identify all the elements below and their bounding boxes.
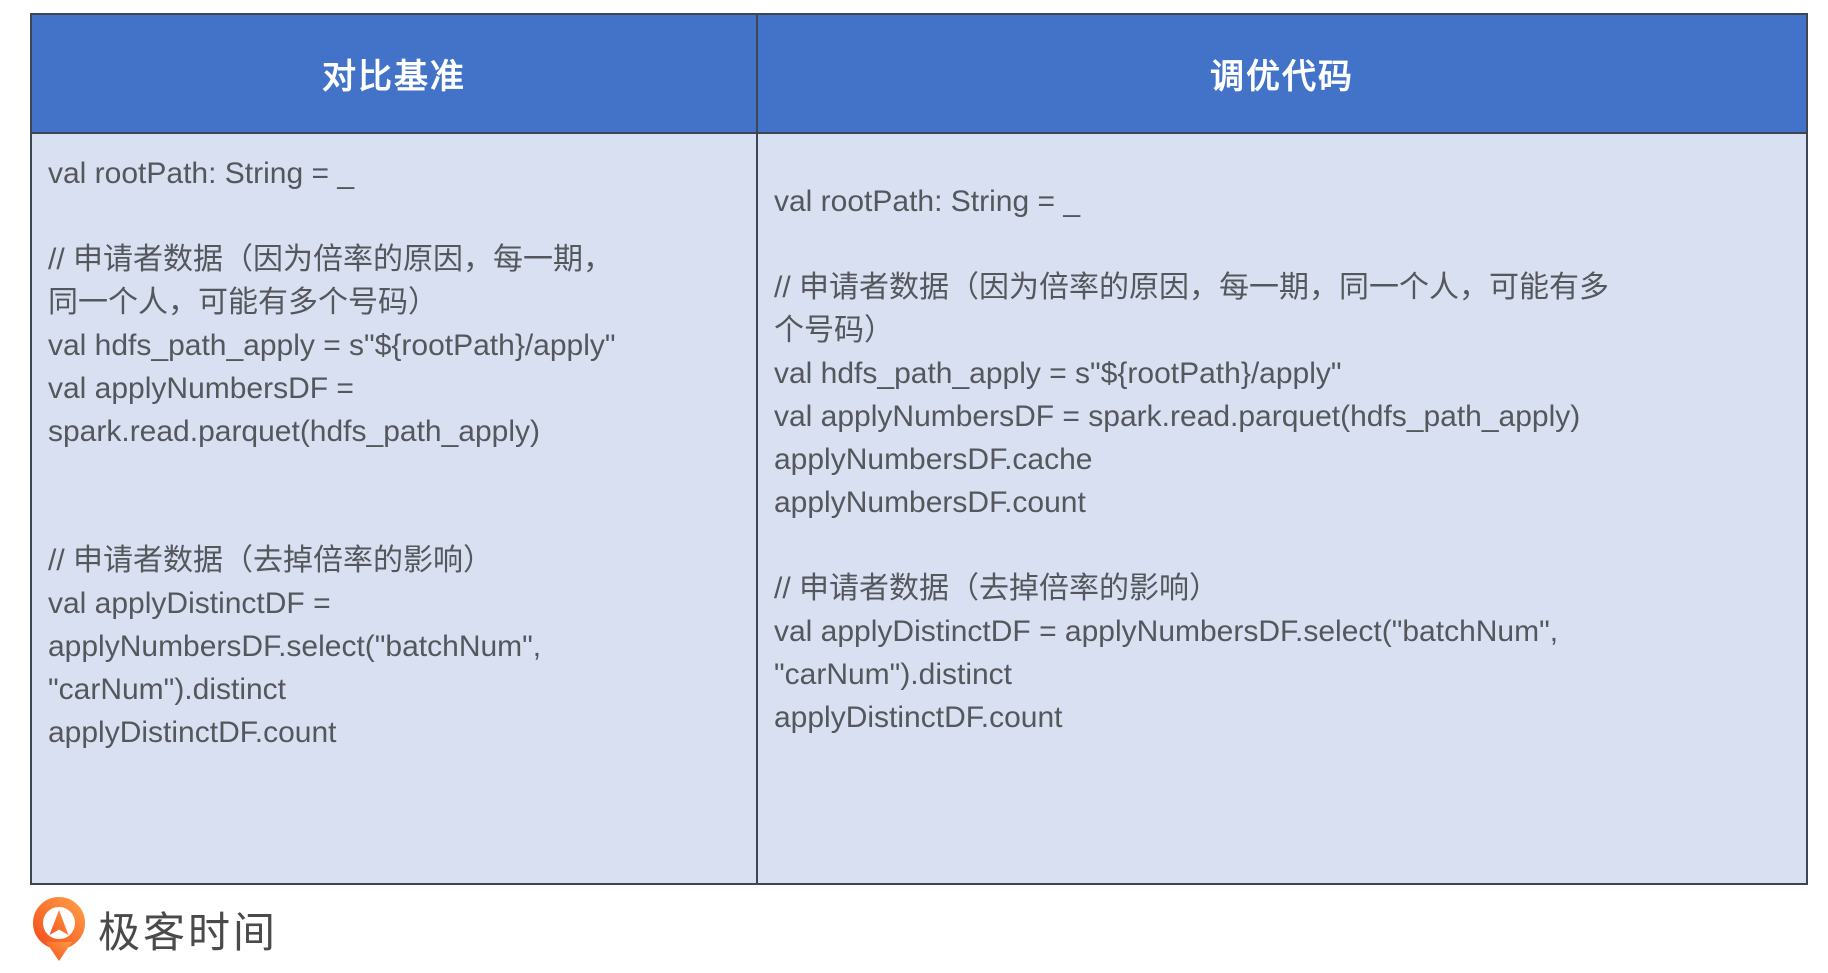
code-line: val applyDistinctDF = applyNumbersDF.sel… (774, 615, 1559, 648)
code-line: spark.read.parquet(hdfs_path_apply) (48, 415, 540, 448)
code-line: val hdfs_path_apply = s"${rootPath}/appl… (774, 357, 1342, 390)
column-header-baseline: 对比基准 (32, 15, 758, 132)
code-line (48, 195, 754, 238)
code-line: val applyNumbersDF = spark.read.parquet(… (774, 400, 1581, 433)
code-line: applyDistinctDF.count (48, 716, 337, 749)
code-line: // 申请者数据（因为倍率的原因，每一期，同一个人，可能有多 (774, 271, 1610, 304)
code-line (774, 223, 1804, 266)
code-line: applyNumbersDF.count (774, 486, 1086, 519)
code-line: 个号码） (774, 314, 894, 347)
code-line: "carNum").distinct (774, 658, 1013, 691)
table-header-row: 对比基准 调优代码 (32, 15, 1806, 134)
geektime-logo-text: 极客时间 (98, 908, 279, 956)
code-line (774, 524, 1804, 567)
comparison-table: 对比基准 调优代码 val rootPath: String = _ // 申请… (30, 13, 1808, 885)
code-line: // 申请者数据（去掉倍率的影响） (774, 572, 1220, 605)
code-line: 同一个人，可能有多个号码） (48, 286, 438, 319)
code-line: // 申请者数据（去掉倍率的影响） (48, 544, 494, 577)
code-line: applyNumbersDF.select("batchNum", (48, 630, 542, 663)
code-line: applyDistinctDF.count (774, 701, 1063, 734)
code-line (48, 496, 754, 539)
code-line: val hdfs_path_apply = s"${rootPath}/appl… (48, 329, 616, 362)
code-line: applyNumbersDF.cache (774, 443, 1093, 476)
geektime-logo: 极客时间 (30, 896, 278, 962)
code-line: val rootPath: String = _ (774, 185, 1081, 218)
geektime-pin-icon (33, 897, 85, 961)
code-line: // 申请者数据（因为倍率的原因，每一期， (48, 243, 614, 276)
code-line: "carNum").distinct (48, 673, 287, 706)
code-line: val rootPath: String = _ (48, 157, 355, 190)
code-line: val applyDistinctDF = (48, 587, 331, 620)
table-body-row: val rootPath: String = _ // 申请者数据（因为倍率的原… (32, 134, 1806, 883)
code-line (48, 453, 754, 496)
code-cell-baseline: val rootPath: String = _ // 申请者数据（因为倍率的原… (32, 134, 758, 883)
code-cell-tuned: val rootPath: String = _ // 申请者数据（因为倍率的原… (758, 134, 1806, 883)
column-header-tuned: 调优代码 (1210, 58, 1354, 96)
code-line: val applyNumbersDF = (48, 372, 354, 405)
